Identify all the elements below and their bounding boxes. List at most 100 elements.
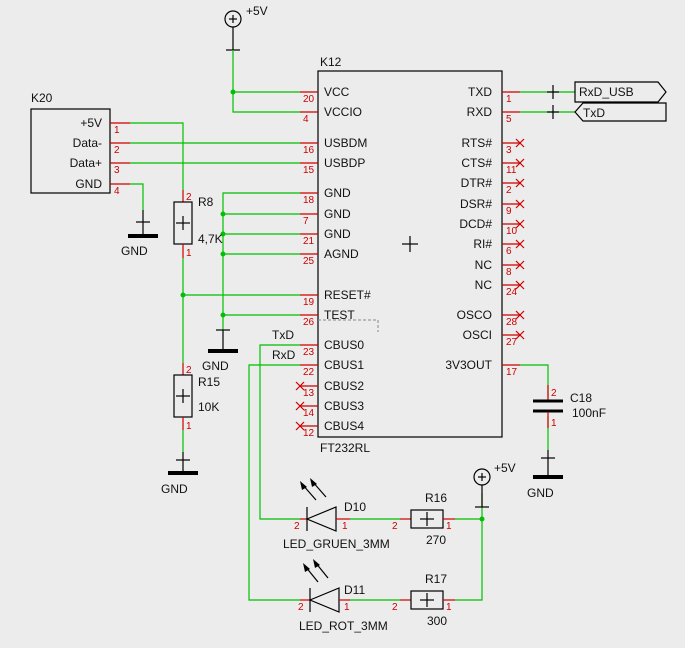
- svg-text:1: 1: [506, 94, 512, 105]
- svg-text:2: 2: [114, 145, 120, 156]
- svg-text:RI#: RI#: [473, 237, 492, 251]
- svg-text:6: 6: [506, 246, 512, 257]
- svg-text:2: 2: [186, 192, 192, 203]
- svg-text:23: 23: [303, 347, 315, 358]
- ic-pin: 9 DSR#: [460, 197, 520, 217]
- svg-text:26: 26: [303, 317, 315, 328]
- ic-pin: 4 VCCIO: [300, 105, 362, 125]
- svg-text:DTR#: DTR#: [461, 176, 493, 190]
- svg-text:21: 21: [303, 236, 315, 247]
- svg-text:USBDM: USBDM: [324, 136, 367, 150]
- svg-text:RXD: RXD: [467, 105, 493, 119]
- ic-pin: 26 TEST: [300, 308, 355, 328]
- svg-text:100nF: 100nF: [572, 406, 606, 420]
- svg-text:19: 19: [303, 297, 315, 308]
- svg-text:GND: GND: [75, 177, 102, 191]
- svg-text:R17: R17: [425, 572, 447, 586]
- ic-pin: 5 RXD: [467, 105, 520, 125]
- svg-text:3V3OUT: 3V3OUT: [445, 358, 492, 372]
- svg-text:RTS#: RTS#: [462, 136, 493, 150]
- capacitor-c18: 2 1 C18 100nF: [533, 385, 606, 429]
- supply-5v-led: +5V: [473, 461, 516, 508]
- svg-text:1: 1: [551, 418, 557, 429]
- svg-text:17: 17: [506, 367, 518, 378]
- svg-text:GND: GND: [121, 244, 148, 258]
- ic-pin: 12 CBUS4: [300, 419, 364, 439]
- supply-label: +5V: [246, 4, 268, 18]
- svg-text:VCC: VCC: [324, 85, 350, 99]
- gnd-symbol: GND: [161, 452, 198, 496]
- svg-text:NC: NC: [475, 278, 493, 292]
- led-d11: 2 1 D11 LED_ROT_3MM: [298, 559, 388, 633]
- resistor-r15: 2 1 R15 10K: [173, 363, 220, 432]
- gnd-symbol: GND: [202, 329, 238, 373]
- ic-pin: 16 USBDM: [300, 136, 367, 156]
- svg-text:5: 5: [506, 114, 512, 125]
- svg-text:CBUS1: CBUS1: [324, 358, 364, 372]
- svg-text:16: 16: [303, 145, 315, 156]
- svg-text:9: 9: [506, 206, 512, 217]
- ic-pin: 14 CBUS3: [300, 399, 364, 419]
- gnd-symbol: GND: [527, 450, 563, 500]
- svg-text:11: 11: [506, 165, 517, 176]
- svg-text:2: 2: [294, 521, 300, 532]
- svg-text:2: 2: [298, 602, 304, 613]
- svg-text:270: 270: [426, 533, 446, 547]
- connector-k20: K20 +5V Data- Data+ GND 1 2 3 4: [30, 91, 130, 197]
- svg-text:+5V: +5V: [80, 116, 102, 130]
- svg-text:CTS#: CTS#: [461, 156, 492, 170]
- svg-text:R16: R16: [425, 491, 447, 505]
- ic-pin: 17 3V3OUT: [445, 358, 520, 378]
- svg-text:NC: NC: [475, 258, 493, 272]
- svg-text:4: 4: [303, 114, 309, 125]
- svg-text:14: 14: [303, 408, 315, 419]
- svg-text:2: 2: [186, 365, 192, 376]
- svg-text:12: 12: [303, 428, 315, 439]
- svg-text:DSR#: DSR#: [460, 197, 492, 211]
- svg-text:1: 1: [344, 602, 350, 613]
- ic-right-pins: 1 TXD 5 RXD 3 RTS# 11 CTS# 2 DTR# 9 DSR# 10DCD…: [445, 85, 525, 378]
- svg-text:20: 20: [303, 94, 315, 105]
- svg-text:18: 18: [303, 195, 315, 206]
- svg-text:CBUS4: CBUS4: [324, 419, 364, 433]
- svg-text:VCCIO: VCCIO: [324, 105, 362, 119]
- net-flag-txd: TxD: [520, 102, 667, 122]
- gnd-symbol: GND: [121, 210, 158, 258]
- svg-text:GND: GND: [202, 359, 229, 373]
- ic-pin: 11 CTS#: [461, 156, 520, 176]
- svg-text:300: 300: [427, 614, 447, 628]
- svg-text:4: 4: [114, 186, 120, 197]
- svg-text:CBUS2: CBUS2: [324, 379, 364, 393]
- svg-text:2: 2: [551, 388, 557, 399]
- svg-text:Data+: Data+: [70, 156, 102, 170]
- svg-text:3: 3: [506, 145, 512, 156]
- ic-pin: 3 RTS#: [462, 136, 520, 156]
- svg-text:+5V: +5V: [494, 461, 516, 475]
- svg-text:2: 2: [506, 185, 512, 196]
- svg-text:1: 1: [186, 421, 192, 432]
- svg-text:CBUS3: CBUS3: [324, 399, 364, 413]
- svg-text:TXD: TXD: [468, 85, 492, 99]
- svg-text:27: 27: [506, 337, 518, 348]
- svg-text:2: 2: [392, 602, 398, 613]
- svg-text:1: 1: [186, 248, 192, 259]
- svg-text:TEST: TEST: [324, 308, 355, 322]
- supply-5v-top: +5V: [224, 4, 268, 51]
- svg-text:Data-: Data-: [73, 136, 102, 150]
- svg-text:15: 15: [303, 165, 315, 176]
- svg-text:LED_ROT_3MM: LED_ROT_3MM: [299, 619, 388, 633]
- svg-text:1: 1: [342, 521, 348, 532]
- net-label-rxd: RxD: [272, 348, 296, 362]
- ic-value: FT232RL: [320, 441, 370, 455]
